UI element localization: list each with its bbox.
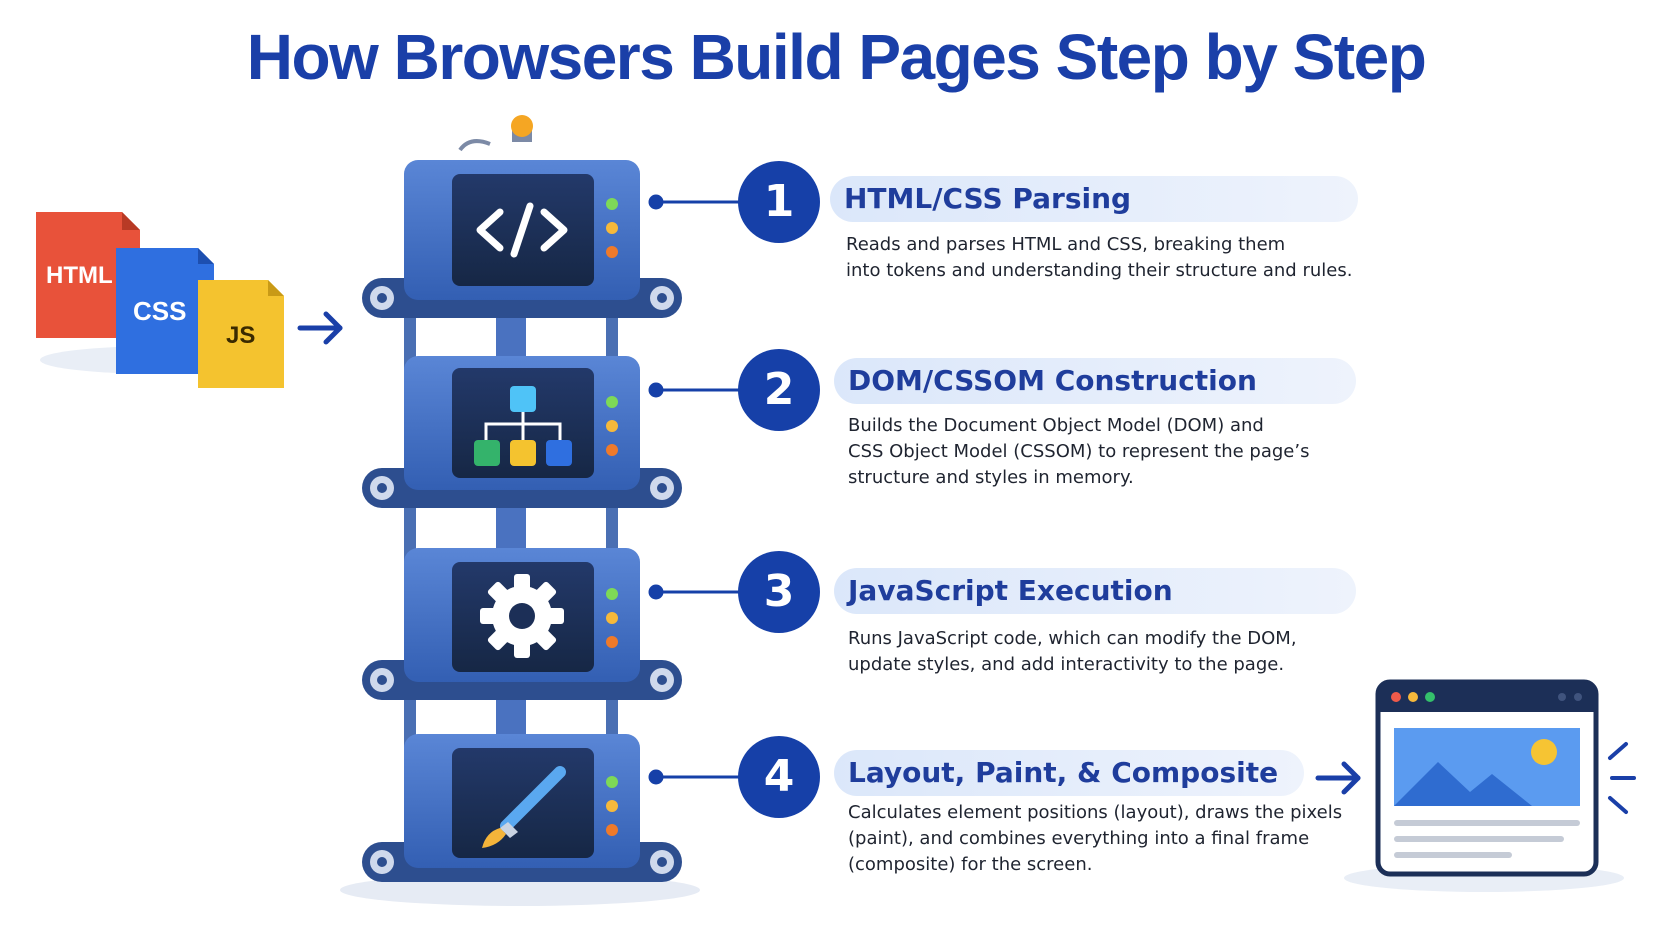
- step-3-line-1: Runs JavaScript code, which can modify t…: [848, 628, 1297, 649]
- step-4-description: Calculates element positions (layout), d…: [848, 800, 1342, 878]
- page-title: How Browsers Build Pages Step by Step: [246, 21, 1427, 93]
- input-arrow-icon: [297, 311, 343, 345]
- step-4-line-3: (composite) for the screen.: [848, 854, 1093, 875]
- step-connectors: [648, 194, 740, 785]
- step-badge-3: 3: [738, 551, 820, 633]
- js-file-icon: JS: [198, 280, 284, 388]
- step-2-line-1: Builds the Document Object Model (DOM) a…: [848, 415, 1264, 436]
- output-arrow-icon: [1315, 761, 1361, 795]
- step-3-description: Runs JavaScript code, which can modify t…: [848, 626, 1297, 678]
- step-badge-4: 4: [738, 736, 820, 818]
- step-1-description: Reads and parses HTML and CSS, breaking …: [846, 232, 1352, 284]
- step-4-line-2: (paint), and combines everything into a …: [848, 828, 1310, 849]
- step-3-title: JavaScript Execution: [834, 568, 1356, 614]
- html-file-label: HTML: [46, 262, 113, 289]
- browser-window-icon: [1344, 679, 1636, 892]
- paintbrush-icon: [482, 766, 566, 848]
- step-1-line-1: Reads and parses HTML and CSS, breaking …: [846, 234, 1286, 255]
- js-file-label: JS: [226, 322, 255, 349]
- step-4-line-1: Calculates element positions (layout), d…: [848, 802, 1343, 823]
- step-1-line-2: into tokens and understanding their stru…: [846, 260, 1353, 281]
- step-badge-2: 2: [738, 349, 820, 431]
- step-badge-1: 1: [738, 161, 820, 243]
- code-icon: [476, 202, 568, 258]
- css-file-label: CSS: [133, 296, 186, 326]
- step-4-title: Layout, Paint, & Composite: [834, 750, 1304, 796]
- step-2-line-2: CSS Object Model (CSSOM) to represent th…: [848, 441, 1310, 462]
- step-1-title: HTML/CSS Parsing: [830, 176, 1358, 222]
- tree-icon: [474, 386, 572, 466]
- input-files: HTML CSS JS: [36, 212, 284, 388]
- html-file-icon: HTML: [36, 212, 140, 338]
- gear-icon: [480, 574, 564, 658]
- step-2-title: DOM/CSSOM Construction: [834, 358, 1356, 404]
- step-2-line-3: structure and styles in memory.: [848, 467, 1134, 488]
- step-3-line-2: update styles, and add interactivity to …: [848, 654, 1285, 675]
- step-2-description: Builds the Document Object Model (DOM) a…: [848, 413, 1309, 491]
- css-file-icon: CSS: [116, 248, 214, 374]
